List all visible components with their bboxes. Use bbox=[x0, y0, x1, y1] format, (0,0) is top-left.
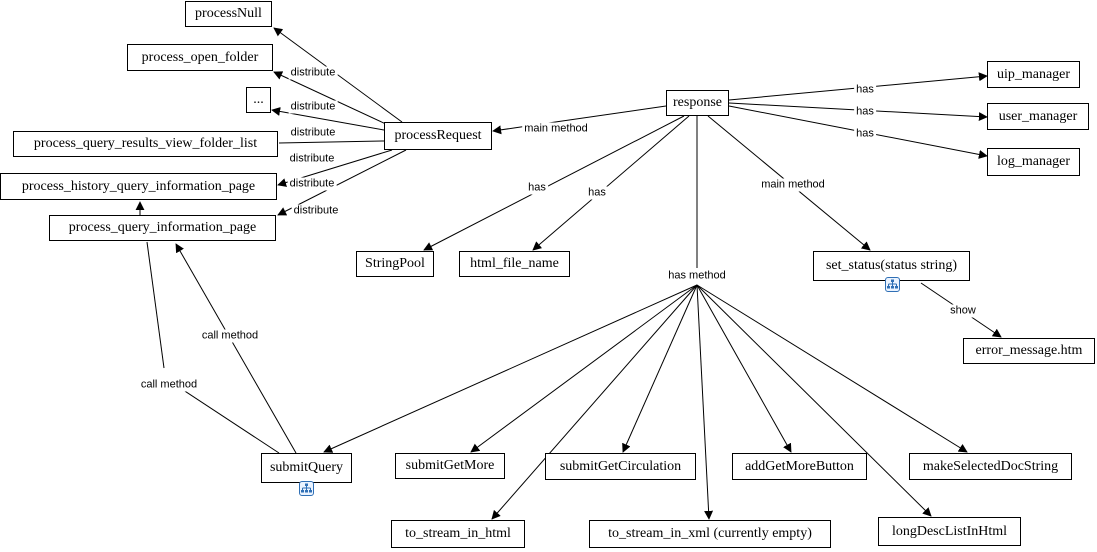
edge-method-to-stream-in-html bbox=[491, 284, 698, 520]
edge-label-distribute: distribute bbox=[288, 66, 338, 80]
node-makeselecteddocstring[interactable]: makeSelectedDocString bbox=[909, 453, 1072, 480]
edge-method-submitgetmore bbox=[470, 284, 698, 453]
node-process-query-results-view-folder-list[interactable]: process_query_results_view_folder_list bbox=[13, 131, 278, 157]
edge-label-main-method: main method bbox=[759, 178, 827, 192]
node-user-manager[interactable]: user_manager bbox=[987, 103, 1089, 130]
edge-label-main-method: main method bbox=[522, 122, 590, 136]
node-response[interactable]: response bbox=[666, 90, 729, 116]
edge-has-html-file-name bbox=[532, 115, 690, 251]
edge-label-has: has bbox=[854, 127, 876, 141]
edge-distribute-info-page bbox=[277, 149, 407, 216]
node-submitgetcirculation[interactable]: submitGetCirculation bbox=[545, 453, 696, 480]
node-to-stream-in-xml[interactable]: to_stream_in_xml (currently empty) bbox=[589, 520, 831, 548]
edge-method-longdesclistinhtml bbox=[696, 284, 932, 517]
node-uip-manager[interactable]: uip_manager bbox=[987, 61, 1080, 88]
edge-label-call-method: call method bbox=[138, 378, 200, 392]
node-processrequest[interactable]: processRequest bbox=[384, 122, 492, 150]
node-stringpool[interactable]: StringPool bbox=[356, 251, 434, 277]
edge-label-has: has bbox=[854, 83, 876, 97]
edge-distribute-results-view bbox=[278, 140, 385, 144]
edge-label-has: has bbox=[854, 105, 876, 119]
edge-label-show: show bbox=[948, 304, 978, 318]
edge-main-method-processrequest bbox=[492, 105, 667, 135]
edge-call-method-1 bbox=[175, 243, 297, 454]
edge-method-submitquery bbox=[323, 284, 698, 453]
node-process-history-query-information-page[interactable]: process_history_query_information_page bbox=[0, 173, 277, 200]
edge-method-to-stream-in-xml bbox=[696, 284, 714, 520]
edge-call-method-2b bbox=[146, 241, 165, 369]
edge-call-method-2 bbox=[167, 379, 280, 454]
edge-distribute-open-folder bbox=[273, 71, 389, 126]
edge-distribute-processnull bbox=[273, 27, 403, 123]
edge-method-submitgetcirculation bbox=[622, 284, 698, 453]
node-submitgetmore[interactable]: submitGetMore bbox=[395, 453, 505, 479]
node-ellipsis[interactable]: ... bbox=[246, 87, 271, 113]
edge-has-stringpool bbox=[423, 115, 685, 251]
node-addgetmorebutton[interactable]: addGetMoreButton bbox=[732, 453, 867, 480]
edge-label-distribute: distribute bbox=[288, 126, 338, 140]
node-set-status[interactable]: set_status(status string) bbox=[813, 251, 970, 281]
node-to-stream-in-html[interactable]: to_stream_in_html bbox=[391, 520, 525, 548]
edge-label-has: has bbox=[526, 181, 548, 195]
edge-method-makeselecteddocstring bbox=[696, 284, 968, 453]
node-log-manager[interactable]: log_manager bbox=[987, 148, 1080, 176]
node-error-message[interactable]: error_message.htm bbox=[963, 338, 1095, 364]
node-longdesclistinhtml[interactable]: longDescListInHtml bbox=[878, 517, 1021, 546]
edge-label-distribute: distribute bbox=[291, 204, 341, 218]
edge-label-distribute: distribute bbox=[288, 100, 338, 114]
node-submitquery[interactable]: submitQuery bbox=[261, 453, 352, 483]
edge-method-addgetmorebutton bbox=[696, 284, 792, 453]
edge-label-distribute: distribute bbox=[287, 152, 337, 166]
hierarchy-icon[interactable] bbox=[885, 277, 900, 292]
edge-label-has: has bbox=[586, 186, 608, 200]
edge-label-distribute: distribute bbox=[287, 177, 337, 191]
edge-label-has-method: has method bbox=[666, 269, 728, 283]
node-processnull[interactable]: processNull bbox=[185, 1, 272, 27]
node-process-query-information-page[interactable]: process_query_information_page bbox=[49, 215, 276, 241]
node-process-open-folder[interactable]: process_open_folder bbox=[127, 44, 273, 71]
edge-label-call-method: call method bbox=[199, 329, 261, 343]
hierarchy-icon[interactable] bbox=[299, 481, 314, 496]
node-html-file-name[interactable]: html_file_name bbox=[459, 251, 570, 277]
